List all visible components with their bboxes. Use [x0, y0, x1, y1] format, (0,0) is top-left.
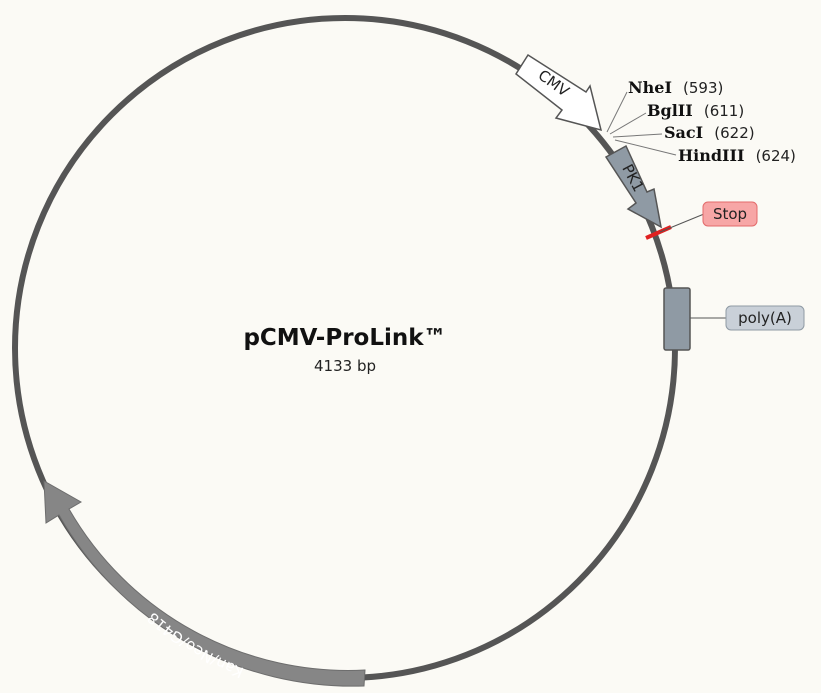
restriction-site-nhei[interactable]: NheI (593) — [628, 78, 723, 97]
stop-tag — [702, 201, 758, 227]
stop-leader — [659, 213, 705, 233]
restriction-site-hindiii[interactable]: HindIII (624) — [678, 146, 796, 165]
kan-neo-g418-arrow — [43, 480, 366, 687]
svg-text:NheI (593): NheI (593) — [628, 78, 723, 97]
cmv-arrow — [515, 53, 603, 132]
stop-label: Stop — [713, 205, 747, 223]
restriction-site-bglii[interactable]: BglII (611) — [647, 101, 744, 120]
pk1-arrow — [604, 144, 663, 229]
svg-text:HindIII (624): HindIII (624) — [678, 146, 796, 165]
svg-text:SacI (622): SacI (622) — [664, 123, 755, 142]
site-name: SacI — [664, 123, 703, 142]
saci-leader — [612, 133, 663, 138]
hindiii-leader — [614, 139, 677, 156]
cmv-feature[interactable]: CMV — [515, 53, 603, 132]
site-position: (593) — [683, 79, 723, 97]
plasmid-size: 4133 bp — [314, 357, 376, 375]
site-position: (611) — [704, 102, 744, 120]
kan-neo-g418-feature[interactable]: Kan/Neo/G418 — [43, 480, 366, 687]
stop-feature[interactable]: Stop — [645, 201, 758, 240]
site-name: HindIII — [678, 146, 744, 165]
polya-tag — [725, 305, 805, 331]
pk1-feature[interactable]: PK1 — [604, 144, 663, 229]
bglii-leader — [609, 112, 647, 135]
kan-neo-g418-label: Kan/Neo/G418 — [144, 609, 246, 682]
plasmid-name: pCMV-ProLink™ — [243, 325, 446, 351]
nhei-leader — [606, 91, 628, 133]
restriction-site-saci[interactable]: SacI (622) — [664, 123, 755, 142]
site-name: BglII — [647, 101, 693, 120]
svg-text:BglII (611): BglII (611) — [647, 101, 744, 120]
site-position: (624) — [756, 147, 796, 165]
polya-block — [663, 287, 691, 351]
polya-feature[interactable]: poly(A) — [663, 287, 805, 351]
site-position: (622) — [714, 124, 754, 142]
restriction-site-leaders — [606, 91, 677, 156]
site-name: NheI — [628, 78, 672, 97]
polya-label: poly(A) — [738, 309, 792, 327]
